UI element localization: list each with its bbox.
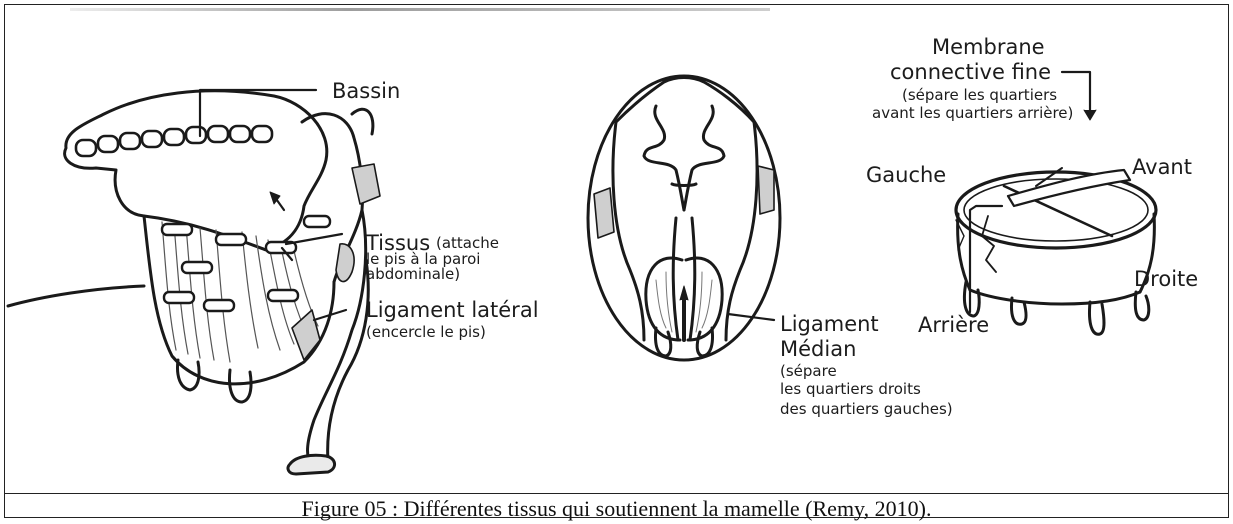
label-ligament-median-2: Médian (780, 338, 856, 360)
label-median-sub-1: (sépare (780, 364, 837, 380)
label-gauche: Gauche (866, 164, 946, 186)
label-membrane-sub-1: (sépare les quartiers (902, 88, 1057, 104)
figure-caption: Figure 05 : Différentes tissus qui souti… (4, 494, 1229, 524)
label-arriere: Arrière (918, 314, 989, 336)
label-bassin: Bassin (332, 80, 400, 102)
label-droite: Droite (1134, 268, 1198, 290)
tissus-pads (162, 216, 330, 311)
label-membrane-sub-2: avant les quartiers arrière) (872, 106, 1073, 122)
vertebrae (76, 126, 272, 156)
label-ligament-lateral: Ligament latéral (366, 299, 539, 321)
label-median-sub-2: les quartiers droits (780, 382, 921, 398)
leader-lines-left (200, 90, 346, 320)
label-membrane-1: Membrane (932, 36, 1045, 58)
label-ligament-median-1: Ligament (780, 313, 879, 335)
udder-quarters-view (956, 168, 1156, 334)
cow-side-view (8, 91, 380, 474)
label-membrane-2: connective fine (890, 61, 1051, 83)
label-median-sub-3: des quartiers gauches) (780, 402, 953, 418)
label-avant: Avant (1132, 156, 1192, 178)
label-ligament-lateral-sub: (encercle le pis) (366, 325, 486, 341)
label-tissus-sub-3: abdominale) (366, 267, 460, 283)
